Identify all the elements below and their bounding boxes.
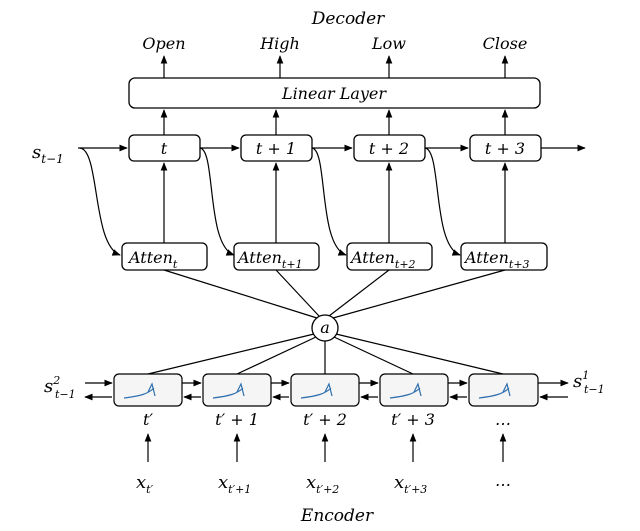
state-to-attention-curve xyxy=(311,147,347,256)
decoder-state-input: st−1 xyxy=(32,142,64,166)
decoder-step-label: t + 2 xyxy=(369,139,409,158)
attention-label: Attent xyxy=(127,248,178,271)
linear-layer-label: Linear Layer xyxy=(281,84,387,103)
encoder-cell xyxy=(379,373,449,407)
attention-node-label: a xyxy=(320,318,330,337)
state-to-attention-curve xyxy=(424,147,461,256)
encoder-cell xyxy=(113,373,183,407)
encoder-input-label: xt′+2 xyxy=(306,472,339,496)
attention-node-link xyxy=(163,269,318,319)
decoder-title: Decoder xyxy=(311,9,385,29)
state-to-attention-curve xyxy=(199,147,235,256)
encoder-to-attention-link xyxy=(147,333,315,375)
encoder-title: Encoder xyxy=(300,506,374,526)
encoder-input-label: xt′ xyxy=(136,472,154,496)
encoder-step-label: t′ + 2 xyxy=(303,410,347,429)
encoder-input-label: xt′+1 xyxy=(218,472,251,496)
encoder-input-label: … xyxy=(495,471,511,490)
attention-node-link xyxy=(332,269,506,319)
encoder-step-label: t′ + 3 xyxy=(391,410,435,429)
decoder-step-label: t xyxy=(161,139,168,158)
attention-label: Attent+3 xyxy=(463,248,530,271)
encoder-step-label: … xyxy=(495,410,511,429)
output-label-close: Close xyxy=(483,34,528,53)
attention-node-link xyxy=(275,269,320,317)
decoder-step-label: t + 1 xyxy=(256,139,296,158)
encoder-cell xyxy=(290,373,360,407)
state-to-attention-curve xyxy=(79,147,121,256)
output-label-low: Low xyxy=(371,34,406,53)
attention-label: Attent+2 xyxy=(349,248,416,271)
attention-box xyxy=(346,242,433,271)
encoder-step-label: t′ + 1 xyxy=(215,410,259,429)
encoder-cell xyxy=(202,373,272,407)
encoder-to-attention-link xyxy=(236,336,317,375)
encoder-input-label: xt′+3 xyxy=(394,472,427,496)
output-label-open: Open xyxy=(142,34,185,53)
encoder-to-attention-link xyxy=(333,336,414,375)
encoder-to-attention-link xyxy=(335,333,504,375)
encoder-step-label: t′ xyxy=(143,410,153,429)
attention-label: Attent+1 xyxy=(236,248,303,271)
output-label-high: High xyxy=(259,34,300,53)
attention-node-link xyxy=(328,269,390,317)
linear-layer-box xyxy=(128,77,541,109)
encoder-cell xyxy=(468,373,539,407)
decoder-step-label: t + 3 xyxy=(485,139,525,158)
